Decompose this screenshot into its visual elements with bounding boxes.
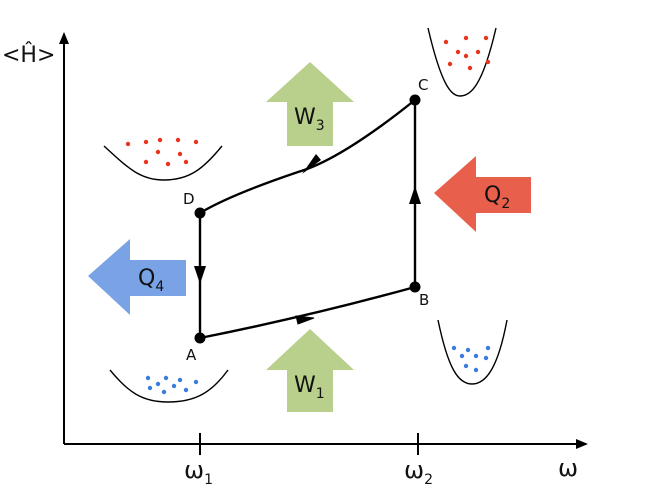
tick-omega1-sub: 1 (204, 472, 213, 488)
path-c-to-d (199, 99, 416, 215)
well-d-wide (103, 145, 223, 181)
well-c-narrow (427, 27, 497, 97)
point-label-a: A (186, 346, 197, 364)
q4-heat-arrow: Q4 (88, 239, 186, 315)
arrowhead-d-to-a (194, 266, 206, 284)
q2-label: Q2 (484, 183, 510, 212)
point-label-d: D (183, 190, 195, 208)
w3-label: W3 (294, 105, 325, 134)
x-axis-label: ω (558, 454, 578, 482)
well-b-narrow (437, 319, 508, 385)
w3-work-arrow: W3 (266, 62, 354, 146)
point-label-c: C (418, 76, 428, 94)
arrowhead-b-to-c (409, 186, 421, 204)
hot-particles-d (125, 137, 199, 167)
w1-work-arrow: W1 (266, 329, 354, 412)
path-a-to-b (199, 285, 416, 340)
tick-omega2-sub: 2 (424, 472, 433, 488)
hot-particles-c (443, 35, 491, 71)
y-axis-label: <Ĥ> (2, 42, 55, 68)
cold-particles-a (145, 375, 199, 395)
q2-heat-arrow: Q2 (434, 156, 531, 232)
cold-particles-b (451, 345, 491, 373)
w1-label: W1 (294, 373, 325, 402)
tick-label-omega2: ω2 (404, 456, 433, 488)
point-d (194, 207, 206, 219)
point-a (194, 332, 206, 344)
tick-omega2-base: ω (404, 456, 424, 484)
tick-label-omega1: ω1 (184, 456, 213, 488)
point-label-b: B (419, 291, 429, 309)
q4-label: Q4 (138, 266, 164, 295)
point-c (409, 94, 421, 106)
arrowhead-a-to-b (295, 315, 315, 325)
tick-omega1-base: ω (184, 456, 204, 484)
arrowhead-c-to-d (302, 154, 321, 174)
well-a-wide (109, 369, 229, 403)
point-b (409, 281, 421, 293)
